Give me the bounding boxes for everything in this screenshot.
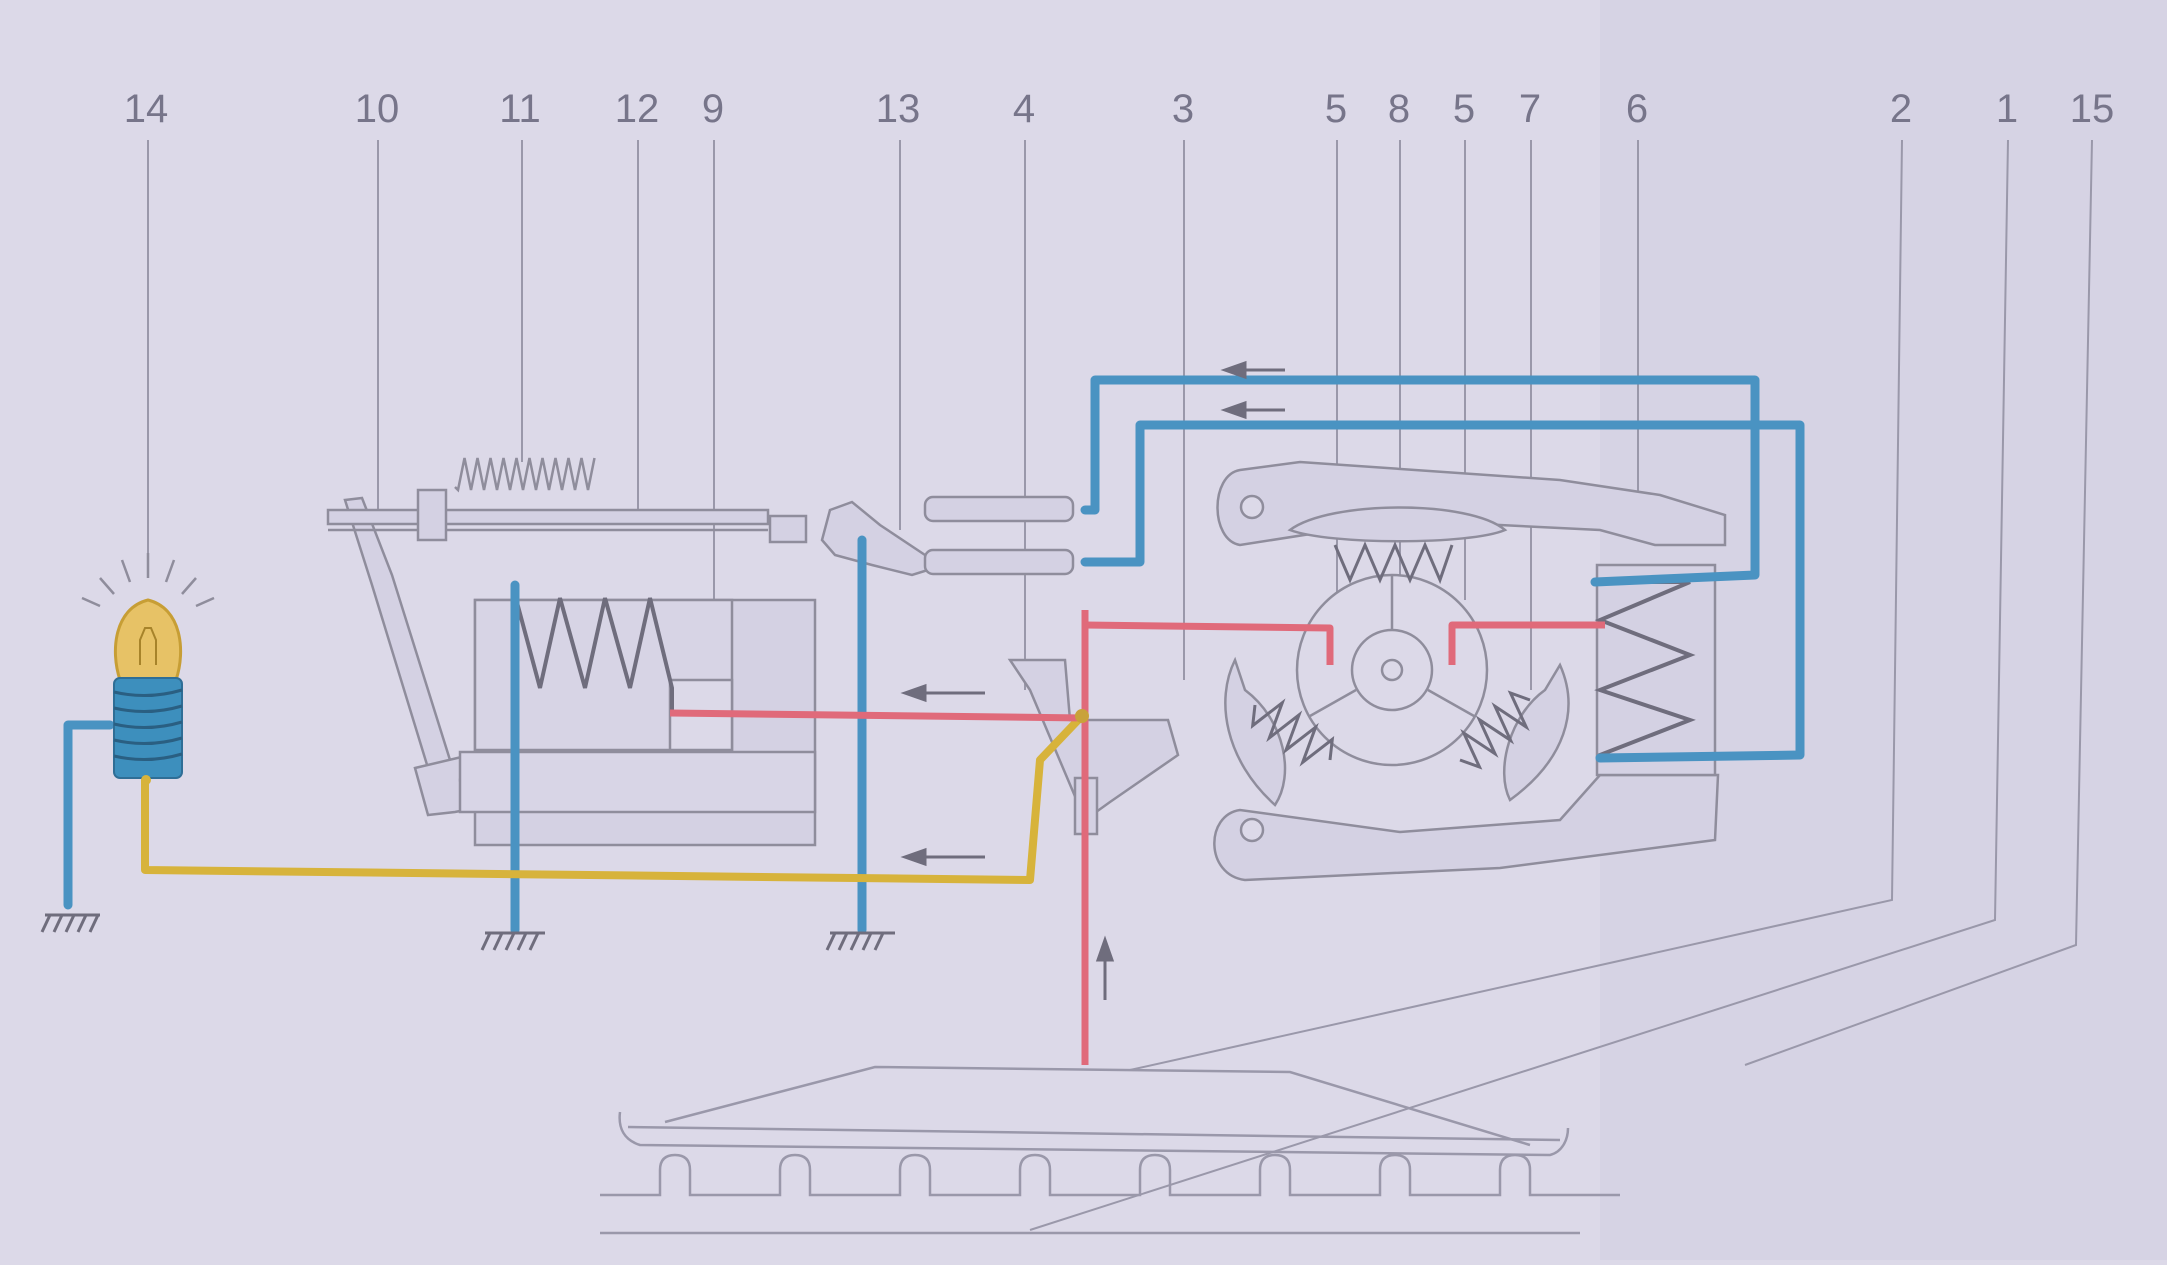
- blue-wire-inner: [1080, 420, 1805, 763]
- yellow-wire: [141, 714, 1084, 884]
- label-13: 13: [876, 87, 921, 131]
- red-wire-top: [1084, 621, 1334, 665]
- rotor-axle: [1380, 658, 1404, 682]
- labels: 14 10 11 12 9 13 4 3 5 8 5 7 6 2 1 15: [124, 87, 2115, 131]
- label-11: 11: [499, 87, 541, 131]
- leader-2: [1129, 139, 1903, 1071]
- arrow-icon: [1095, 935, 1115, 1000]
- contact-lower: [923, 548, 1075, 576]
- label-6: 6: [1626, 87, 1648, 131]
- lamp-threads: [113, 688, 183, 762]
- label-4: 4: [1013, 87, 1035, 131]
- arrows: [900, 360, 1285, 1000]
- label-2: 2: [1890, 87, 1912, 131]
- label-5a: 5: [1325, 87, 1347, 131]
- leader-1: [1029, 139, 2009, 1231]
- spring-right-7: [1459, 690, 1531, 770]
- spring-left: [1250, 698, 1335, 767]
- label-1: 1: [1996, 87, 2018, 131]
- leader-15: [1744, 139, 2093, 1066]
- label-3: 3: [1172, 87, 1194, 131]
- lamp-icon: [81, 553, 215, 785]
- rotor-spoke-2: [1309, 688, 1357, 718]
- arrow-icon: [1220, 400, 1285, 420]
- arrow-icon: [900, 683, 985, 703]
- corrugated-rail: [600, 1153, 1620, 1197]
- ground-icon: [40, 913, 100, 933]
- spring-top: [1333, 541, 1454, 585]
- spring-11: [454, 457, 596, 493]
- shoes: [1224, 506, 1570, 807]
- plate-bottom: [618, 1111, 1570, 1157]
- blue-ground-lamp: [63, 720, 115, 910]
- upper-pin: [1239, 494, 1265, 520]
- spring-6: [1594, 580, 1696, 758]
- arrow-icon: [1220, 360, 1285, 380]
- lamp-bulb: [113, 598, 183, 682]
- bracket-body: [1007, 658, 1180, 822]
- red-wires: [669, 610, 1605, 1065]
- spring-9: [513, 594, 674, 713]
- rotor-8: [1295, 573, 1489, 767]
- label-9: 9: [702, 87, 724, 131]
- junction-node: [1075, 709, 1089, 723]
- label-12: 12: [615, 87, 660, 131]
- label-5b: 5: [1453, 87, 1475, 131]
- ground-icon: [825, 931, 895, 951]
- label-10: 10: [355, 87, 400, 131]
- lamp-filament: [139, 627, 157, 665]
- label-8: 8: [1388, 87, 1410, 131]
- latch-13: [820, 495, 1075, 577]
- latch-body: [820, 500, 930, 577]
- lower-pin: [1239, 817, 1265, 843]
- label-14: 14: [124, 87, 169, 131]
- rod-end-cap: [768, 514, 808, 544]
- blue-wire-outer: [1080, 375, 1760, 587]
- red-wire-right: [1448, 621, 1605, 665]
- lamp-rays: [81, 553, 215, 608]
- contact-upper: [923, 495, 1075, 523]
- arrow-icon: [900, 847, 985, 867]
- plate-top: [664, 1065, 1531, 1147]
- plate-bottom-edge: [627, 1125, 1561, 1142]
- shoe-left: [1224, 656, 1287, 807]
- shoe-top: [1287, 506, 1508, 543]
- red-wire-left: [669, 709, 1086, 722]
- slide-plate: [618, 1065, 1570, 1157]
- lamp-contact: [141, 775, 151, 785]
- rotor-spoke-3: [1427, 688, 1475, 718]
- release-lever: [326, 488, 817, 847]
- ground-icon: [480, 931, 545, 951]
- rod-12: [326, 508, 770, 526]
- rod-collar: [416, 488, 448, 542]
- leader-lines: [147, 139, 2093, 1231]
- ground-icons: [40, 913, 895, 951]
- label-15: 15: [2070, 87, 2115, 131]
- label-7: 7: [1519, 87, 1541, 131]
